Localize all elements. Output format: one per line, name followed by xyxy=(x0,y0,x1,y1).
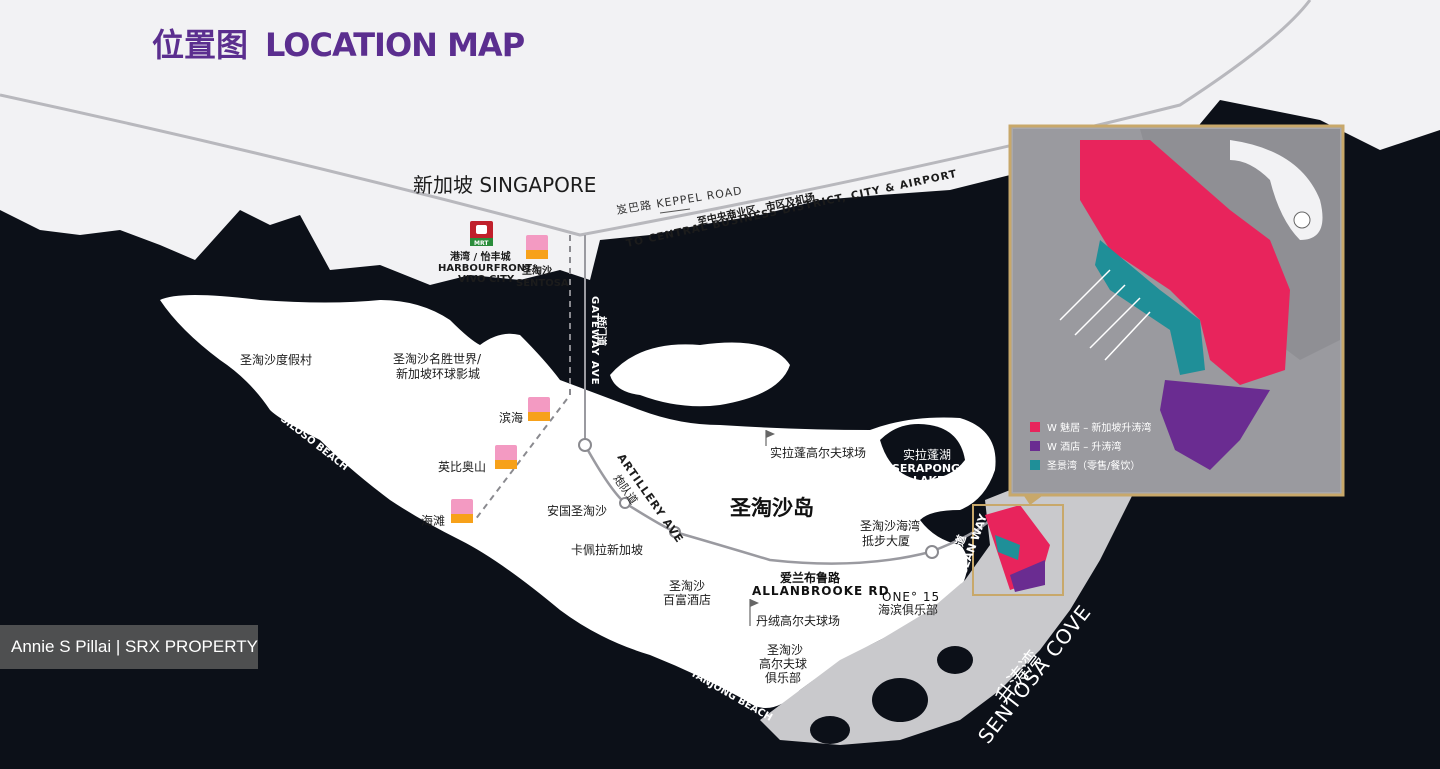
island-label: 圣淘沙岛 xyxy=(730,496,814,520)
w-hotel-site xyxy=(1010,560,1045,592)
resort-label: 圣淘沙度假村 xyxy=(240,352,312,367)
inset-pontoons xyxy=(1059,269,1151,361)
legend-quayside: 圣景湾（零售/餐饮） xyxy=(1047,459,1140,472)
sentosa-station-en: SENTOSA xyxy=(516,278,569,289)
credit-watermark: Annie S Pillai | SRX PROPERTY xyxy=(0,625,258,669)
arrow-icon xyxy=(659,208,691,214)
cove-arrival-1: 圣淘沙海湾 xyxy=(860,518,920,533)
station-icon-waterfront xyxy=(528,397,550,421)
inset-locator-box xyxy=(972,504,1064,596)
legend-swatch-w-residences xyxy=(1030,422,1040,432)
title-en: LOCATION MAP xyxy=(265,26,525,64)
inset-w-hotel xyxy=(1160,380,1270,470)
one15-en: ONE° 15 xyxy=(882,590,940,604)
beach-label: 海滩 xyxy=(421,513,445,528)
junction-dot xyxy=(619,497,631,509)
legend-swatch-w-hotel xyxy=(1030,441,1040,451)
mainland-singapore xyxy=(0,0,1440,285)
title-zh: 位置图 xyxy=(152,26,248,64)
sentosa-cove-land xyxy=(760,460,1140,745)
lagoon-2 xyxy=(937,646,973,674)
sgc-3: 俱乐部 xyxy=(765,670,801,685)
allanbrooke-en: ALLANBROOKE RD xyxy=(752,584,890,598)
inset-map: W 魅居 – 新加坡升涛湾 W 酒店 – 升涛湾 圣景湾（零售/餐饮） xyxy=(1008,124,1345,497)
waterfront-label: 滨海 xyxy=(499,410,523,425)
legend-w-residences: W 魅居 – 新加坡升涛湾 xyxy=(1047,421,1151,434)
imbiah-label: 英比奥山 xyxy=(438,460,486,474)
cove-arrival-2: 抵步大厦 xyxy=(862,534,910,548)
legend-swatch-quayside xyxy=(1030,460,1040,470)
allanbrooke-zh: 爱兰布鲁路 xyxy=(780,570,841,585)
gateway-zh: 桥门道 xyxy=(595,316,608,346)
mrt-icon: MRT xyxy=(470,221,493,247)
inset-w-residences xyxy=(1080,140,1290,385)
shangrila-2: 百富酒店 xyxy=(663,592,711,607)
serapong-lake-zh: 实拉蓬湖 xyxy=(903,447,951,462)
harbourfront-en2: VIVO CITY xyxy=(458,274,515,285)
lagoon-1 xyxy=(872,678,928,722)
brani-island xyxy=(610,342,790,407)
junction-dot xyxy=(578,438,592,452)
sentosa-station-zh: 圣淘沙 xyxy=(522,264,552,277)
junction-dot xyxy=(669,526,681,538)
harbourfront-zh: 港湾 / 怡丰城 xyxy=(450,250,511,263)
harbourfront-en1: HARBOURFRONT/ xyxy=(438,263,536,274)
inset-quayside xyxy=(1095,240,1205,375)
serapong-lake-water xyxy=(880,424,965,480)
rws-label-2: 新加坡环球影城 xyxy=(396,366,480,381)
serapong-golf-label: 实拉蓬高尔夫球场 xyxy=(770,445,866,460)
sentosa-express-icon xyxy=(526,235,548,259)
legend-w-hotel: W 酒店 – 升涛湾 xyxy=(1047,440,1121,453)
flag-icon-head xyxy=(766,430,775,438)
sgc-1: 圣淘沙 xyxy=(767,643,803,657)
lagoon-3 xyxy=(810,716,850,744)
inset-roundabout xyxy=(1293,211,1311,229)
rws-label-1: 圣淘沙名胜世界/ xyxy=(393,351,482,366)
station-icon-imbiah xyxy=(495,445,517,469)
mrt-badge-text: MRT xyxy=(474,240,489,247)
quayside-site xyxy=(995,535,1020,560)
capella-label: 卡佩拉新加坡 xyxy=(571,542,643,557)
amara-label: 安国圣淘沙 xyxy=(547,503,607,518)
gateway-en: GATEWAY AVE xyxy=(589,296,600,386)
junction-dot xyxy=(925,545,939,559)
sentosa-island xyxy=(160,295,996,708)
shangrila-1: 圣淘沙 xyxy=(669,579,705,593)
tanjong-golf-label: 丹绒高尔夫球场 xyxy=(756,613,840,628)
flag-icon-head xyxy=(750,599,759,607)
sentosa-express-line xyxy=(474,235,571,521)
keppel-road-line xyxy=(0,0,1312,237)
serapong-lake-en1: SERAPONG xyxy=(892,462,960,475)
singapore-label: 新加坡 SINGAPORE xyxy=(413,173,596,197)
sgc-2: 高尔夫球 xyxy=(759,656,807,671)
station-icon-beach xyxy=(451,499,473,523)
serapong-lake-en2: LAKE xyxy=(913,474,945,487)
one15-zh: 海滨俱乐部 xyxy=(878,602,938,617)
